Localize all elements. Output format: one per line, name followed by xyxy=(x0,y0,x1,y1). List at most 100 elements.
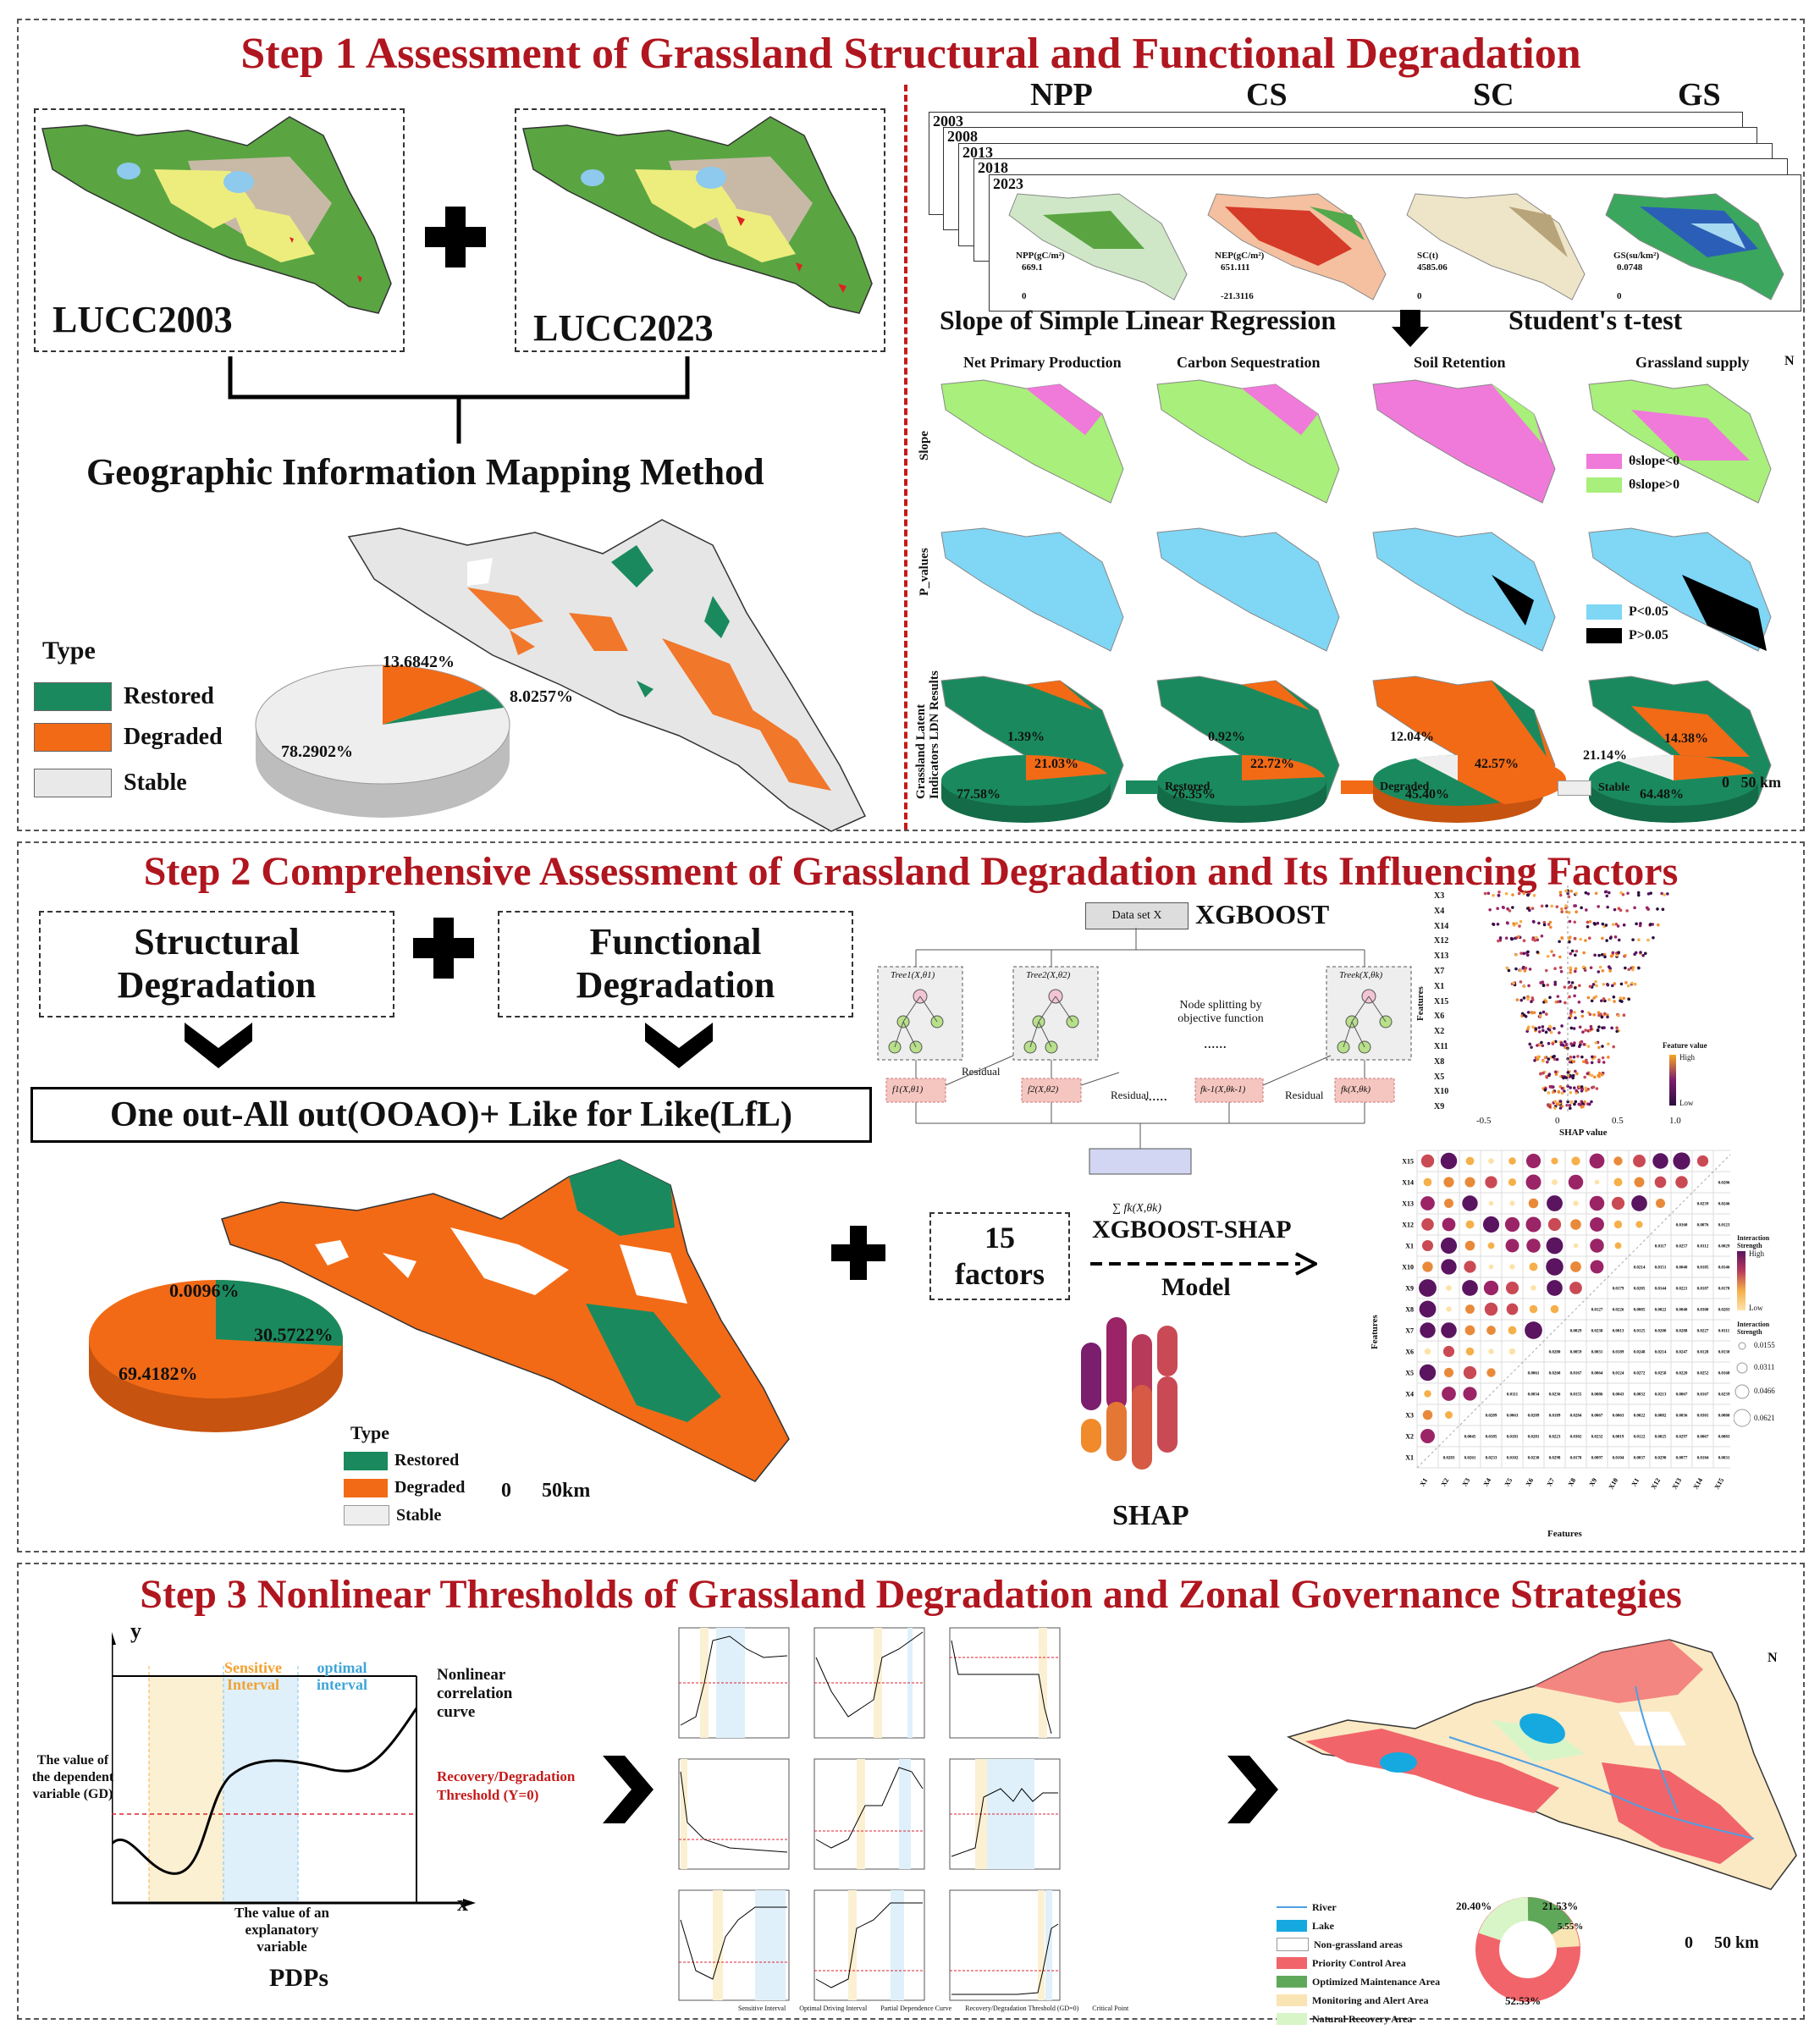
int-dot xyxy=(1589,1195,1605,1211)
bee-point xyxy=(1546,954,1550,958)
bee-point xyxy=(1582,951,1586,955)
bee-point xyxy=(1624,966,1627,970)
bee-point xyxy=(1508,909,1512,913)
int-value: 0.0205 xyxy=(1634,1288,1646,1292)
ldn-pie-cs xyxy=(1157,755,1326,823)
int-value: 0.0045 xyxy=(1464,1436,1476,1440)
tree1-label: Tree1(X,θ1) xyxy=(891,970,935,980)
int-dot xyxy=(1462,1195,1478,1211)
xgb-dataset-label: Data set X xyxy=(1111,909,1162,922)
bee-feature-label: X11 xyxy=(1434,1041,1448,1051)
plus-icon-3 xyxy=(831,1226,885,1280)
bee-point xyxy=(1539,1014,1542,1018)
int-dot xyxy=(1569,1282,1582,1294)
int-value: 0.0155 xyxy=(1570,1393,1582,1398)
int-value: 0.0037 xyxy=(1634,1457,1646,1461)
int-value: 0.0125 xyxy=(1634,1330,1646,1334)
col-title-npp: Net Primary Production xyxy=(963,354,1122,371)
bee-point xyxy=(1590,999,1594,1003)
int-dot xyxy=(1696,1155,1709,1167)
bee-point xyxy=(1608,998,1611,1001)
int-dot xyxy=(1465,1156,1475,1166)
residual-3: Residual xyxy=(1285,1089,1324,1101)
int-value: 0.0297 xyxy=(1676,1436,1688,1440)
bee-point xyxy=(1591,1085,1596,1089)
cs-map xyxy=(1207,193,1387,301)
int-value: 0.0031 xyxy=(1591,1351,1603,1355)
int-value: 0.0233 xyxy=(1486,1457,1497,1461)
bee-point xyxy=(1572,1055,1576,1059)
sc-legend-label: SC(t) xyxy=(1417,251,1439,261)
functional-box: Functional Degradation xyxy=(498,911,853,1018)
int-row-label: X14 xyxy=(1402,1179,1414,1187)
int-row-label: X1 xyxy=(1405,1243,1414,1250)
slope-sc-map xyxy=(1372,379,1556,504)
bee-point xyxy=(1607,1042,1610,1046)
int-cell xyxy=(1712,1446,1730,1469)
p-legend-high: P>0.05 xyxy=(1586,628,1668,643)
merge-bracket xyxy=(228,356,690,444)
bee-point xyxy=(1550,1084,1553,1089)
bee-point xyxy=(1571,1076,1575,1080)
pdp-panel-5 xyxy=(813,1758,925,1870)
bee-point xyxy=(1619,982,1624,986)
int-dot xyxy=(1631,1195,1647,1211)
stable-label: Stable xyxy=(124,769,187,796)
bee-point xyxy=(1603,890,1608,894)
int-dot xyxy=(1441,1322,1457,1338)
step1-pie-stable: 78.2902% xyxy=(281,742,353,761)
bee-point xyxy=(1535,935,1538,940)
bee-point xyxy=(1575,1089,1578,1093)
pdp-legend-sensitive: Sensitive Interval xyxy=(738,2005,786,2012)
int-value: 0.0178 xyxy=(1570,1457,1582,1461)
int-dot xyxy=(1504,1216,1520,1233)
bee-feature-label: X13 xyxy=(1434,951,1449,962)
bee-point xyxy=(1546,983,1550,987)
bee-point xyxy=(1530,1011,1534,1015)
ldn-legend-restored: Restored xyxy=(1126,780,1210,794)
bee-point xyxy=(1532,920,1536,924)
int-size-3: 0.0621 xyxy=(1754,1414,1775,1422)
int-value: 0.0239 xyxy=(1718,1393,1730,1398)
bee-point xyxy=(1602,952,1607,957)
bee-point xyxy=(1522,1013,1526,1018)
int-colorbar xyxy=(1737,1251,1746,1310)
bee-point xyxy=(1536,951,1540,954)
bee-point xyxy=(1646,938,1650,942)
int-value: 0.0272 xyxy=(1634,1372,1646,1376)
int-value: 0.0032 xyxy=(1634,1393,1646,1398)
indicator-maps-2023 xyxy=(1008,193,1784,301)
bee-point xyxy=(1553,983,1557,986)
bee-point xyxy=(1563,985,1567,989)
int-dot xyxy=(1505,1281,1519,1295)
pdp-legend-optimal: Optimal Driving Interval xyxy=(799,2005,868,2012)
bee-point xyxy=(1553,1106,1557,1110)
bee-point xyxy=(1517,891,1521,896)
bee-point xyxy=(1617,907,1621,911)
bee-point xyxy=(1575,891,1578,896)
int-dot xyxy=(1419,1279,1437,1297)
bee-point xyxy=(1553,980,1558,984)
bee-point xyxy=(1580,1087,1585,1091)
bee-point xyxy=(1568,1106,1572,1111)
int-dot xyxy=(1611,1196,1625,1211)
pdp-panel-8 xyxy=(813,1889,925,2001)
bee-point xyxy=(1643,951,1647,956)
bee-point xyxy=(1555,905,1559,908)
bee-point xyxy=(1586,1102,1590,1106)
step1-panel: Step 1 Assessment of Grassland Structura… xyxy=(17,19,1805,832)
int-dot xyxy=(1529,1262,1538,1271)
int-value: 0.0083 xyxy=(1718,1436,1730,1440)
bee-point xyxy=(1558,891,1563,894)
int-value: 0.0206 xyxy=(1718,1182,1730,1186)
bee-point xyxy=(1595,1087,1599,1090)
f1-label: f1(X,θ1) xyxy=(892,1084,924,1095)
int-dot xyxy=(1443,1177,1454,1188)
bee-point xyxy=(1547,1057,1551,1061)
int-xlabel: Features xyxy=(1547,1529,1582,1539)
int-dot xyxy=(1483,1280,1499,1296)
model-top-label: XGBOOST-SHAP xyxy=(1092,1216,1292,1244)
int-col-label: X7 xyxy=(1546,1477,1557,1488)
bee-point xyxy=(1486,891,1491,896)
bee-point xyxy=(1549,1030,1553,1034)
